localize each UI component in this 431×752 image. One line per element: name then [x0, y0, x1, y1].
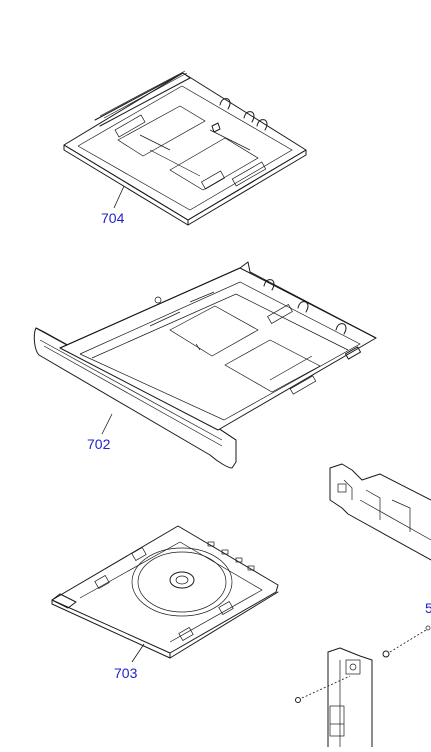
callout-704: 704: [101, 210, 125, 226]
callout-703: 703: [114, 665, 138, 681]
partial-bracket-lower: [295, 625, 431, 748]
part-702-paper-cassette: [33, 261, 377, 469]
part-704-tray-cover: [63, 70, 307, 226]
callout-partial-5: 5: [425, 600, 431, 616]
part-703-cd-tray: [51, 525, 279, 663]
callout-702: 702: [87, 436, 111, 452]
partial-frame-upper: [329, 463, 431, 561]
